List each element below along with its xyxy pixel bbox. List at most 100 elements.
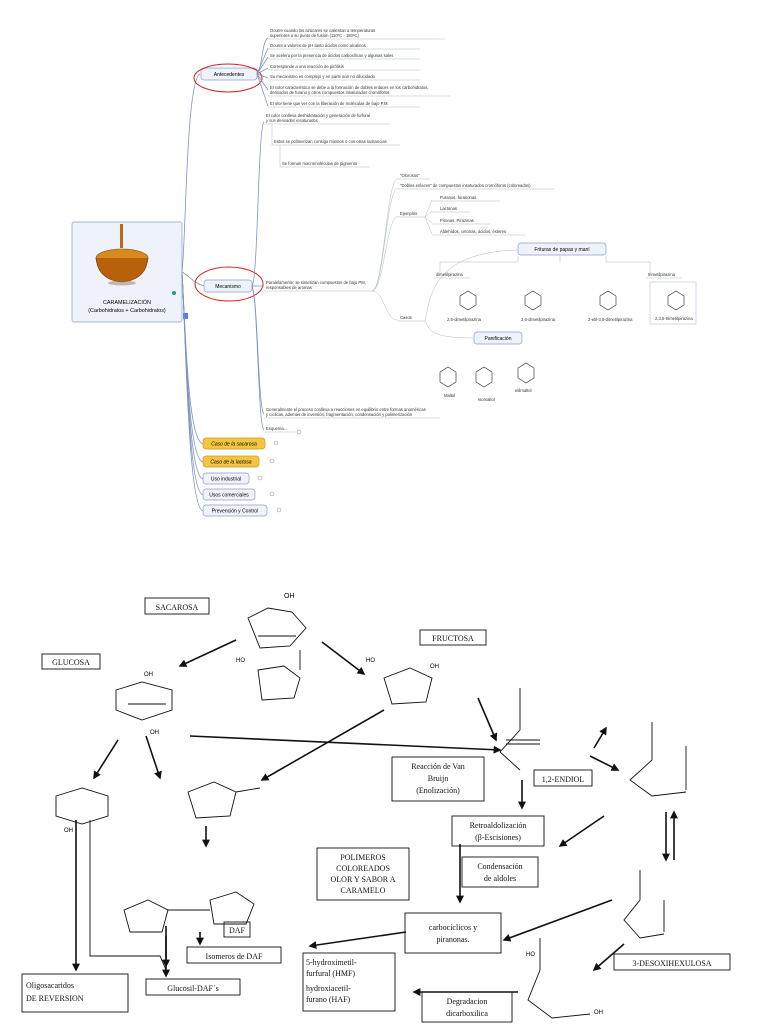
svg-text:3-DESOXIHEXULOSA: 3-DESOXIHEXULOSA (632, 959, 711, 968)
svg-text:HO: HO (236, 658, 245, 664)
svg-text:GLUCOSA: GLUCOSA (52, 658, 90, 667)
svg-text:El olor tiene que ver con la l: El olor tiene que ver con la liberación … (270, 101, 389, 106)
svg-text:Panificación: Panificación (485, 336, 512, 342)
svg-text:Prevención y Control: Prevención y Control (212, 509, 258, 515)
antecedentes-list: Ocurre cuando los azúcares se calientan … (268, 28, 450, 108)
svg-text:Bruijn: Bruijn (428, 774, 448, 783)
svg-text:Generalmente el proceso conlle: Generalmente el proceso conlleva a reacc… (266, 407, 426, 412)
label-oligosacaridos: Oligosacaridos DE REVERSION (21, 973, 129, 1013)
molecule-endiol (499, 688, 540, 771)
svg-text:Ejemplos: Ejemplos (400, 211, 417, 216)
svg-text:COLOREADOS: COLOREADOS (336, 864, 390, 873)
red-circle-annotation (193, 63, 263, 93)
svg-text:Ocurre a valores de pH tanto á: Ocurre a valores de pH tanto ácidos como… (270, 43, 366, 48)
label-hmf-haf: 5-hydroximetil- furfural (HMF) hydroxiac… (302, 952, 396, 1012)
svg-text:SACAROSA: SACAROSA (156, 603, 199, 612)
reaction-scheme: SACAROSA GLUCOSA FRUCTOSA Reacción de Va… (21, 593, 731, 1023)
molecule-glucosa: OH OH (115, 672, 173, 736)
svg-text:OH: OH (594, 1010, 603, 1016)
svg-text:Degradacion: Degradacion (447, 997, 488, 1006)
svg-text:Isomeros de DAF: Isomeros de DAF (206, 952, 263, 961)
svg-text:(Enolización): (Enolización) (416, 786, 460, 795)
molecule-bottom: HO OH (526, 938, 603, 1019)
svg-text:CARAMELO: CARAMELO (341, 886, 386, 895)
label-condensacion: Condensación de aldoles (461, 856, 539, 888)
svg-text:FRUCTOSA: FRUCTOSA (432, 634, 474, 643)
svg-text:Caso de la sacarosa: Caso de la sacarosa (211, 442, 257, 448)
root-subtitle: (Carbohidratos + Carbohidratos) (88, 308, 166, 314)
label-glucosil-daf: Glucosil-DAF´s (145, 978, 241, 996)
node-panificacion[interactable]: Panificación (473, 331, 523, 345)
svg-text:superiores a su punto de fusió: superiores a su punto de fusión (110ºC -… (270, 33, 359, 38)
root-node[interactable]: CARAMELIZACIÓN (Carbohidratos + Carbohid… (71, 221, 188, 323)
svg-text:2,6-dimetilpirazina: 2,6-dimetilpirazina (521, 317, 556, 322)
svg-text:Pironas, Pirazinas: Pironas, Pirazinas (440, 218, 474, 223)
mindmap: CARAMELIZACIÓN (Carbohidratos + Carbohid… (71, 28, 697, 517)
svg-text:Lactonas: Lactonas (440, 206, 457, 211)
svg-text:Se acelera por la presencia de: Se acelera por la presencia de ácidos ca… (270, 53, 393, 58)
node-frituras[interactable]: Frituras de papas y maní (517, 242, 607, 256)
svg-text:OH: OH (64, 828, 73, 834)
svg-text:El color característico se deb: El color característico se debe a la for… (270, 85, 429, 90)
svg-text:OH: OH (430, 664, 439, 670)
svg-text:Maltol: Maltol (444, 393, 455, 398)
svg-text:furano (HAF): furano (HAF) (306, 995, 351, 1004)
label-sacarosa: SACAROSA (144, 597, 210, 615)
svg-text:Furanos, furanonas: Furanos, furanonas (440, 195, 476, 200)
label-trimetilpirazina: trimetilpirazina (648, 272, 676, 277)
svg-text:Se forman macromoléculas de pi: Se forman macromoléculas de pigmento (282, 161, 358, 166)
svg-text:piranonas.: piranonas. (436, 935, 469, 944)
svg-text:responsables de aromas: responsables de aromas (266, 285, 312, 290)
svg-text:y cíclicas, además de inversió: y cíclicas, además de inversión, fragmen… (266, 412, 413, 417)
molecule-glucopiranosa: OH (55, 787, 109, 834)
svg-text:dicarboxilica: dicarboxilica (446, 1009, 488, 1018)
molecule-enol-open (629, 722, 687, 797)
svg-text:Su mecanismo es complejo y en: Su mecanismo es complejo y en parte aún … (270, 74, 376, 79)
svg-text:Frituras de papas y maní: Frituras de papas y maní (534, 247, 590, 253)
branch-prevencion-control[interactable]: Prevención y Control (202, 504, 282, 517)
branch-antecedentes[interactable]: Antecedentes (193, 63, 263, 93)
svg-text:hydroxiacetil-: hydroxiacetil- (306, 984, 351, 993)
label-carbociclicos: carbocíclicos y piranonas. (404, 912, 502, 954)
branch-caso-sacarosa[interactable]: Caso de la sacarosa (202, 437, 279, 450)
svg-text:Casos: Casos (400, 315, 412, 320)
svg-text:de aldoles: de aldoles (484, 874, 516, 883)
svg-text:Condensación: Condensación (477, 862, 522, 871)
svg-text:OH: OH (150, 730, 159, 736)
label-degradacion: Degradacion dicarboxilica (421, 991, 513, 1023)
label-daf: DAF (223, 921, 251, 938)
svg-text:OH: OH (144, 672, 153, 678)
svg-text:El color conlleva deshidrataci: El color conlleva deshidratación y gener… (266, 113, 370, 118)
reaction-arrows (72, 639, 678, 996)
svg-text:Usos comerciales: Usos comerciales (209, 493, 249, 499)
branch-uso-industrial[interactable]: Uso industrial (202, 472, 263, 485)
svg-text:y sus derivados insaturados: y sus derivados insaturados (265, 118, 319, 123)
molecule-anhidro (187, 781, 261, 819)
label-desoxihexulosa: 3-DESOXIHEXULOSA (613, 953, 731, 971)
branch-usos-comerciales[interactable]: Usos comerciales (202, 488, 275, 501)
svg-text:Glucosil-DAF´s: Glucosil-DAF´s (167, 984, 219, 993)
branch-caso-lactosa[interactable]: Caso de la lactosa (202, 455, 275, 468)
svg-text:DE REVERSION: DE REVERSION (26, 994, 84, 1003)
label-isomeros-daf: Isomeros de DAF (186, 946, 282, 964)
label-fructosa: FRUCTOSA (419, 629, 487, 646)
svg-text:2,3,5-trimetilpirazina: 2,3,5-trimetilpirazina (655, 316, 693, 321)
svg-text:2-etil-3,6-dimetilpirazina: 2-etil-3,6-dimetilpirazina (588, 317, 633, 322)
svg-text:furfural (HMF): furfural (HMF) (306, 969, 355, 978)
svg-text:derivados de furano y otros co: derivados de furano y otros compuestos i… (270, 90, 389, 95)
svg-text:HO: HO (526, 952, 535, 958)
note-icon[interactable] (183, 313, 188, 319)
molecule-desoxihexulosa (623, 870, 665, 939)
svg-text:POLIMEROS: POLIMEROS (340, 853, 385, 862)
label-van-bruijn: Reacción de Van Bruijn (Enolización) (391, 756, 485, 802)
svg-text:Paralelamente: se sintetizan c: Paralelamente: se sintetizan compuestos … (266, 280, 366, 285)
red-circle-annotation (194, 266, 264, 302)
svg-text:2,5-dimetilpirazina: 2,5-dimetilpirazina (447, 317, 482, 322)
svg-text:Mecanismo: Mecanismo (215, 284, 241, 290)
caramel-bowl-image (95, 224, 149, 286)
svg-text:(β-Escisiones): (β-Escisiones) (475, 833, 521, 842)
pyrazine-structures (459, 290, 685, 311)
svg-text:DAF: DAF (229, 926, 246, 935)
label-dimetilpirazina: dimetilpirazina (436, 272, 463, 277)
branch-mecanismo[interactable]: Mecanismo (194, 266, 264, 302)
